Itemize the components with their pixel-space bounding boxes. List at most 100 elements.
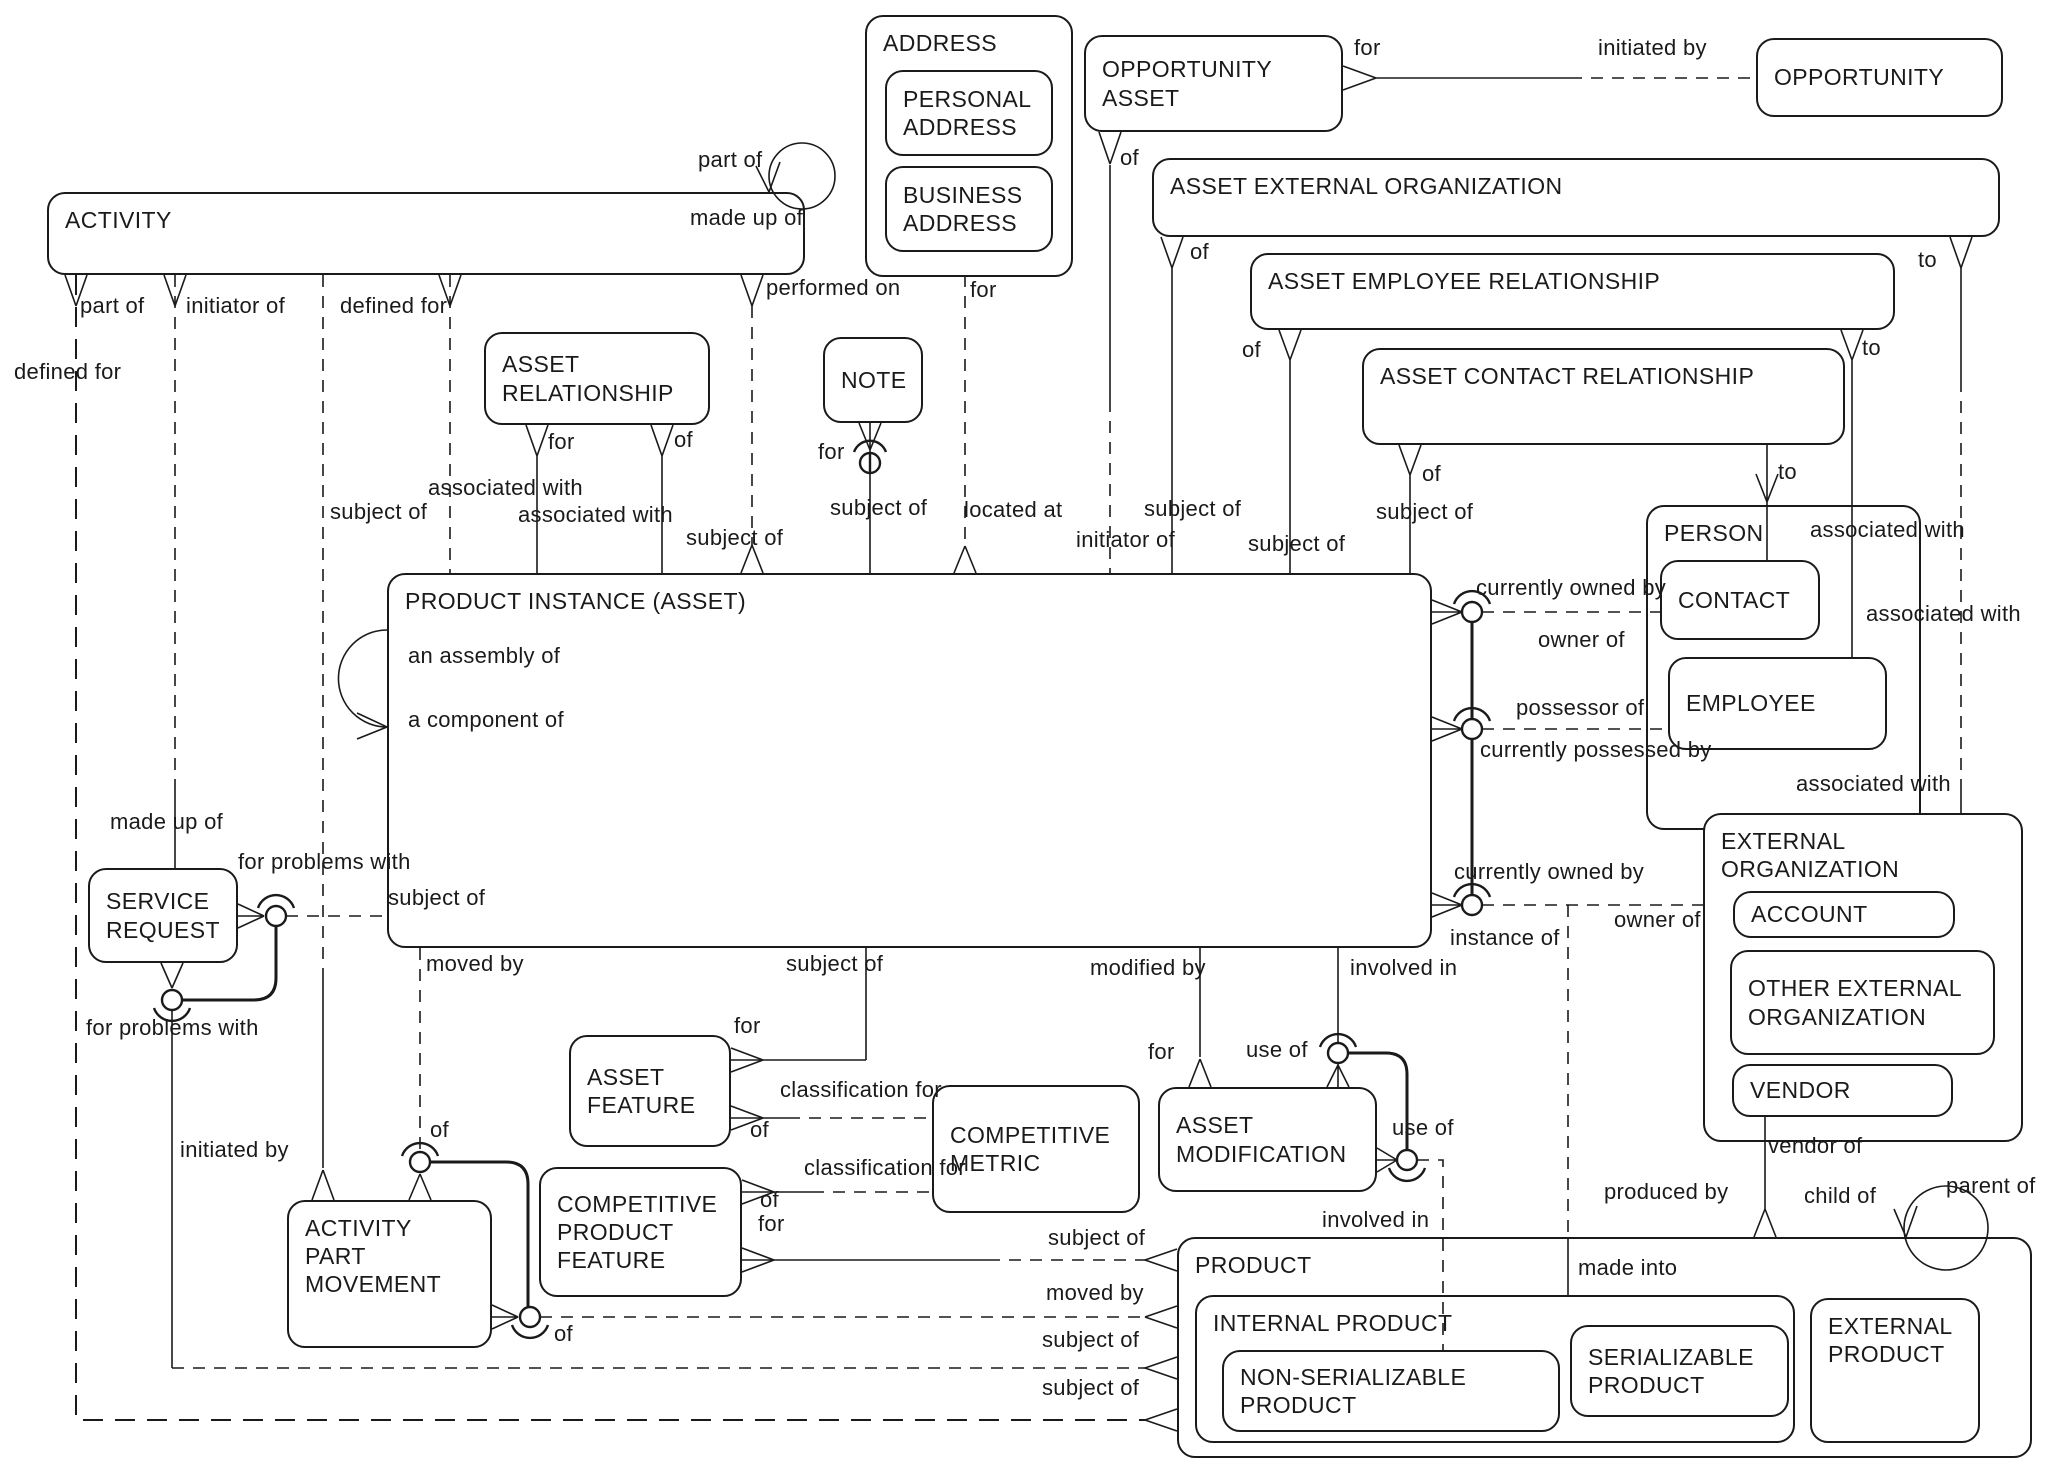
relationship-label: initiator of	[1076, 527, 1175, 552]
entity-label-asset-feature: ASSET FEATURE	[587, 1063, 696, 1118]
entity-asset-employee-relationship[interactable]: ASSET EMPLOYEE RELATIONSHIP	[1250, 253, 1895, 330]
relationship-label: classification for	[780, 1077, 942, 1102]
entity-label-employee: EMPLOYEE	[1686, 690, 1816, 717]
entity-note[interactable]: NOTE	[823, 337, 923, 423]
entity-label-account: ACCOUNT	[1751, 901, 1868, 928]
relationship-label: possessor of	[1516, 695, 1645, 720]
entity-label-contact: CONTACT	[1678, 586, 1791, 613]
entity-business-address[interactable]: BUSINESS ADDRESS	[885, 166, 1053, 252]
entity-asset-feature[interactable]: ASSET FEATURE	[569, 1035, 731, 1147]
relationship-label: owner of	[1538, 627, 1625, 652]
relationship-label: parent of	[1946, 1173, 2036, 1198]
entity-label-activity: ACTIVITY	[65, 207, 172, 233]
relationship-label: part of	[80, 293, 145, 318]
entity-asset-relationship[interactable]: ASSET RELATIONSHIP	[484, 332, 710, 425]
relationship-label: subject of	[830, 495, 928, 520]
relationship-label: subject of	[786, 951, 884, 976]
entity-opportunity-asset[interactable]: OPPORTUNITY ASSET	[1084, 35, 1343, 132]
relationship-label: of	[1190, 239, 1209, 264]
relationship-label: made up of	[110, 809, 224, 834]
entity-label-service-request: SERVICE REQUEST	[106, 888, 220, 943]
entity-label-internal-product: INTERNAL PRODUCT	[1213, 1310, 1453, 1336]
relationship-label: associated with	[518, 502, 673, 527]
relationship-label: instance of	[1450, 925, 1560, 950]
entity-label-asset-contact-relationship: ASSET CONTACT RELATIONSHIP	[1380, 363, 1755, 389]
entity-other-external-organization[interactable]: OTHER EXTERNAL ORGANIZATION	[1730, 950, 1995, 1055]
relationship-label: classification for	[804, 1155, 966, 1180]
relationship-label: moved by	[426, 951, 524, 976]
relationship-label: subject of	[1048, 1225, 1146, 1250]
entity-label-asset-relationship: ASSET RELATIONSHIP	[502, 351, 674, 406]
relationship-label: to	[1862, 335, 1881, 360]
relationship-label: to	[1918, 247, 1937, 272]
relationship-label: vendor of	[1768, 1133, 1863, 1158]
entity-personal-address[interactable]: PERSONAL ADDRESS	[885, 70, 1053, 156]
entity-label-opportunity-asset: OPPORTUNITY ASSET	[1102, 56, 1273, 111]
relationship-label: for problems with	[238, 849, 411, 874]
entity-label-opportunity: OPPORTUNITY	[1774, 64, 1945, 91]
relationship-label: of	[760, 1187, 779, 1212]
entity-activity[interactable]: ACTIVITY	[47, 192, 805, 275]
relationship-label: of	[1422, 461, 1441, 486]
relationship-label: currently possessed by	[1480, 737, 1712, 762]
relationship-label: performed on	[766, 275, 901, 300]
entity-label-activity-part-movement: ACTIVITY PART MOVEMENT	[305, 1215, 442, 1298]
relationship-label: for	[758, 1211, 785, 1236]
relationship-label: involved in	[1350, 955, 1458, 980]
entity-label-asset-employee-relationship: ASSET EMPLOYEE RELATIONSHIP	[1268, 268, 1661, 294]
relationship-label: associated with	[1796, 771, 1951, 796]
relationship-label: for	[970, 277, 997, 302]
relationship-label: of	[750, 1117, 769, 1142]
relationship-label: subject of	[388, 885, 486, 910]
entity-service-request[interactable]: SERVICE REQUEST	[88, 868, 238, 963]
entity-account[interactable]: ACCOUNT	[1733, 891, 1955, 938]
relationship-label: subject of	[330, 499, 428, 524]
relationship-label: use of	[1392, 1115, 1454, 1140]
entity-label-product-instance: PRODUCT INSTANCE (ASSET)	[405, 588, 746, 614]
entity-competitive-metric[interactable]: COMPETITIVE METRIC	[932, 1085, 1140, 1213]
relationship-label: associated with	[1866, 601, 2021, 626]
entity-asset-modification[interactable]: ASSET MODIFICATION	[1158, 1087, 1377, 1192]
entity-activity-part-movement[interactable]: ACTIVITY PART MOVEMENT	[287, 1200, 492, 1348]
relationship-label: owner of	[1614, 907, 1701, 932]
entity-label-non-serializable-product: NON-SERIALIZABLE PRODUCT	[1240, 1363, 1467, 1418]
relationship-label: initiated by	[1598, 35, 1707, 60]
relationship-label: located at	[964, 497, 1063, 522]
relationship-label: an assembly of	[408, 643, 561, 668]
entity-competitive-product-feature[interactable]: COMPETITIVE PRODUCT FEATURE	[539, 1167, 742, 1297]
relationship-label: for problems with	[86, 1015, 259, 1040]
entity-label-note: NOTE	[841, 366, 907, 393]
entity-serializable-product[interactable]: SERIALIZABLE PRODUCT	[1570, 1325, 1789, 1417]
relationship-label: involved in	[1322, 1207, 1430, 1232]
relationship-label: subject of	[686, 525, 784, 550]
entity-employee[interactable]: EMPLOYEE	[1668, 657, 1887, 750]
relationship-label: associated with	[428, 475, 583, 500]
entity-external-product[interactable]: EXTERNAL PRODUCT	[1810, 1298, 1980, 1443]
entity-label-asset-external-organization: ASSET EXTERNAL ORGANIZATION	[1170, 173, 1563, 199]
entity-label-external-organization: EXTERNAL ORGANIZATION	[1721, 828, 1900, 883]
relationship-label: of	[1120, 145, 1139, 170]
relationship-label: modified by	[1090, 955, 1206, 980]
entity-label-business-address: BUSINESS ADDRESS	[903, 181, 1023, 236]
relationship-label: child of	[1804, 1183, 1877, 1208]
entity-label-vendor: VENDOR	[1750, 1077, 1851, 1104]
entity-label-competitive-product-feature: COMPETITIVE PRODUCT FEATURE	[557, 1190, 718, 1274]
entity-asset-contact-relationship[interactable]: ASSET CONTACT RELATIONSHIP	[1362, 348, 1845, 445]
entity-label-personal-address: PERSONAL ADDRESS	[903, 85, 1032, 140]
entity-opportunity[interactable]: OPPORTUNITY	[1756, 38, 2003, 117]
relationship-label: subject of	[1376, 499, 1474, 524]
relationship-label: a component of	[408, 707, 564, 732]
entity-product-instance[interactable]: PRODUCT INSTANCE (ASSET)	[387, 573, 1432, 948]
entity-vendor[interactable]: VENDOR	[1732, 1064, 1953, 1117]
entity-non-serializable-product[interactable]: NON-SERIALIZABLE PRODUCT	[1222, 1350, 1560, 1432]
relationship-label: of	[674, 427, 693, 452]
relationship-label: of	[430, 1117, 449, 1142]
entity-label-asset-modification: ASSET MODIFICATION	[1176, 1112, 1347, 1167]
entity-asset-external-organization[interactable]: ASSET EXTERNAL ORGANIZATION	[1152, 158, 2000, 237]
relationship-label: subject of	[1248, 531, 1346, 556]
entity-contact[interactable]: CONTACT	[1660, 560, 1820, 640]
relationship-label: subject of	[1144, 496, 1242, 521]
relationship-label: use of	[1246, 1037, 1308, 1062]
relationship-label: initiator of	[186, 293, 285, 318]
